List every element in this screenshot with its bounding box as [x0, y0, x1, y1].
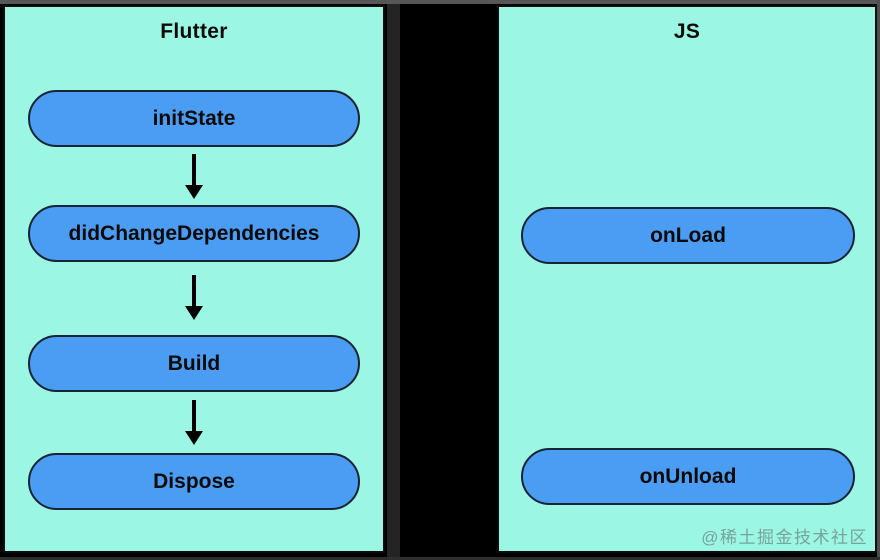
- node-onunload: onUnload: [521, 448, 855, 505]
- panel-gap-shade: [387, 4, 400, 557]
- flow-arrow-down: [185, 400, 203, 445]
- window-edge-bottom: [0, 557, 880, 560]
- js-lifecycle-panel: JS onLoad onUnload: [497, 5, 877, 553]
- arrow-head-icon: [185, 431, 203, 445]
- node-onload: onLoad: [521, 207, 855, 264]
- arrow-stem: [192, 400, 196, 431]
- panel-title-js: JS: [673, 20, 701, 43]
- node-build: Build: [28, 335, 360, 392]
- flutter-lifecycle-panel: Flutter initState didChangeDependencies …: [3, 5, 385, 553]
- flow-arrow-down: [185, 275, 203, 320]
- watermark-text: @稀土掘金技术社区: [701, 528, 868, 547]
- arrow-stem: [192, 275, 196, 306]
- arrow-head-icon: [185, 185, 203, 199]
- node-dispose: Dispose: [28, 453, 360, 510]
- arrow-head-icon: [185, 306, 203, 320]
- window-edge-right: [877, 0, 880, 560]
- arrow-stem: [192, 154, 196, 185]
- node-initstate: initState: [28, 90, 360, 147]
- node-didchangedependencies: didChangeDependencies: [28, 205, 360, 262]
- flow-arrow-down: [185, 154, 203, 199]
- window-edge-top: [0, 0, 880, 4]
- panel-title-flutter: Flutter: [160, 20, 228, 43]
